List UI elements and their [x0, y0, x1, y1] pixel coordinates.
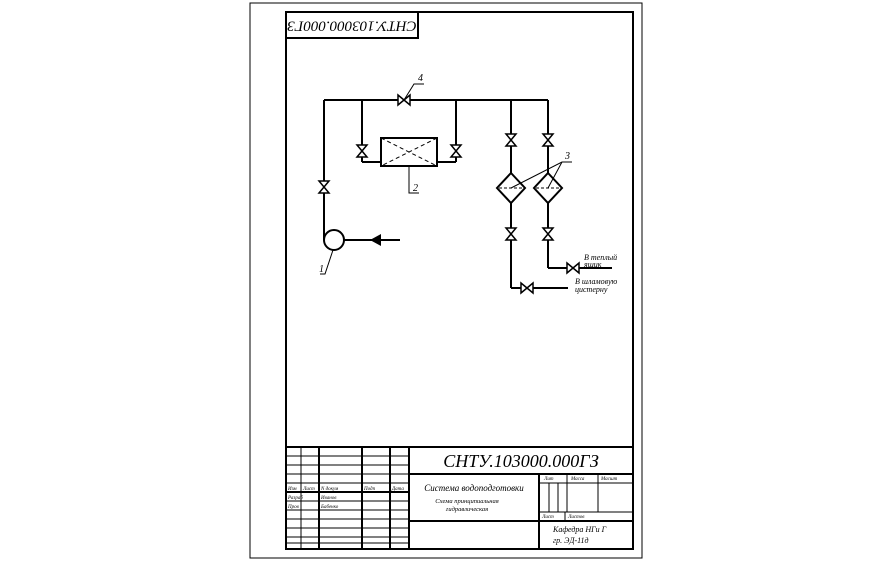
valve-icons: [317, 93, 580, 295]
valve-heater-in-icon: [355, 144, 369, 158]
drawing-code: СНТУ.103000.000ГЗ: [443, 451, 599, 471]
callout-pump-number: 1: [319, 264, 324, 275]
callout-filters-number: 3: [564, 151, 570, 162]
valve-warm-tank-icon: [566, 261, 580, 275]
valve-sludge-icon: [520, 281, 534, 295]
dest-warm-tank-line1: В теплый: [584, 253, 617, 262]
valve-heater-out-icon: [449, 144, 463, 158]
mass-label: Масса: [570, 477, 585, 482]
role-developer-label: Разраб: [287, 496, 303, 501]
col-sign-label: Подп: [363, 487, 376, 492]
valve-pump-line-icon: [317, 180, 331, 194]
title-block: [286, 446, 633, 549]
rotated-code-box: СНТУ.103000.000ГЗ: [286, 12, 419, 39]
dest-sludge-line1: В шламовую: [575, 277, 618, 286]
role-checker-label: Пров: [287, 505, 300, 510]
callout-leaders: [320, 83, 572, 275]
drawing-subtitle-1: Схема принципиальная: [435, 498, 498, 505]
col-doc-label: N докум: [320, 487, 339, 492]
callout-heater-number: 2: [413, 183, 418, 194]
sheets-label: Листов: [567, 515, 585, 520]
heater-symbol: [380, 137, 438, 167]
col-list-label: Лист: [302, 487, 315, 492]
flow-arrow-icon: [370, 234, 381, 246]
valve-filter1-bottom-icon: [504, 227, 518, 241]
name-developer: Иванов: [320, 496, 337, 501]
rotated-drawing-code: СНТУ.103000.000ГЗ: [287, 18, 417, 34]
lit-label: Лит: [543, 477, 554, 482]
name-checker: Бабенко: [320, 505, 339, 510]
drawing-frame: [285, 11, 634, 550]
dest-warm-tank-line2: ящик: [583, 260, 602, 269]
pump-symbol: [323, 229, 345, 251]
organization-line-1: Кафедра НГи Г: [552, 525, 607, 534]
valve-filter2-top-icon: [541, 133, 555, 147]
dest-sludge-line2: цистерну: [575, 285, 608, 294]
col-date-label: Дата: [391, 487, 404, 492]
drawing-title: Система водоподготовки: [424, 483, 524, 493]
valve-filter1-top-icon: [504, 133, 518, 147]
organization-line-2: гр. ЭД-11д: [553, 536, 589, 545]
drawing-subtitle-2: гидравлическая: [446, 506, 488, 513]
sheet-label: Лист: [541, 515, 554, 520]
col-izm-label: Изм: [287, 487, 297, 492]
scale-label: Масшт: [600, 477, 618, 482]
callout-valve-number: 4: [418, 73, 423, 84]
valve-filter2-bottom-icon: [541, 227, 555, 241]
